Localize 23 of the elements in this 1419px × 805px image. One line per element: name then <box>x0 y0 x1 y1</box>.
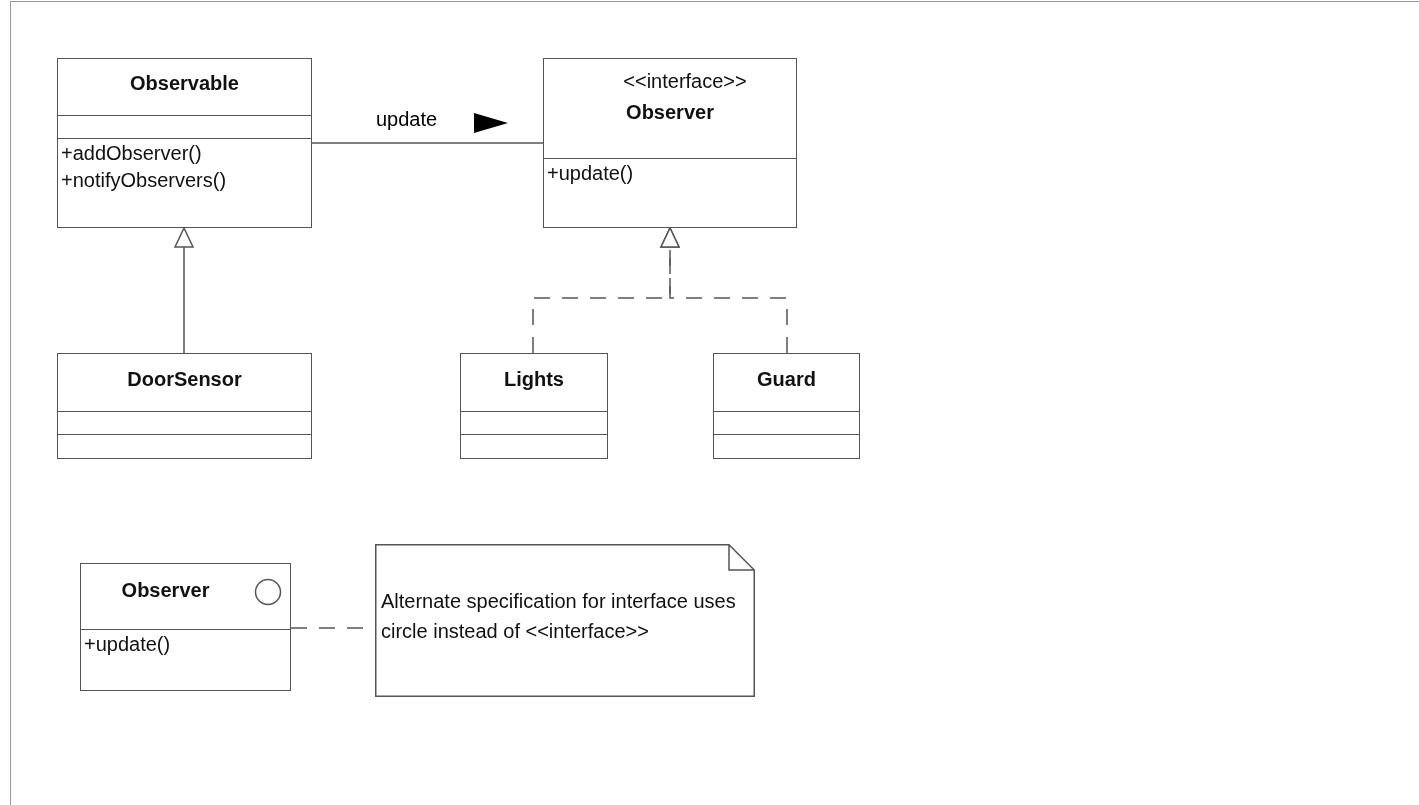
note-box <box>375 544 755 697</box>
stereotype-text: <<interface>> <box>622 69 747 94</box>
class-name: Observer <box>626 100 714 125</box>
class-box <box>57 58 312 228</box>
connector <box>174 227 194 354</box>
interface-box <box>80 563 291 691</box>
note-text: Alternate specification for interface uses circle instead of <<interface>> <box>381 589 737 644</box>
operation-text: +update() <box>546 161 634 186</box>
class-box <box>460 353 608 459</box>
class-name: Guard <box>757 367 816 392</box>
class-name: Lights <box>504 367 564 392</box>
edge-label: update <box>374 108 440 131</box>
class-name: DoorSensor <box>127 367 242 392</box>
connector <box>311 142 544 144</box>
class-box <box>57 353 312 459</box>
operation-text: +addObserver() <box>60 141 202 166</box>
class-box <box>713 353 860 459</box>
dashed-connector <box>660 227 788 354</box>
interface-box <box>543 58 797 228</box>
operation-text: +update() <box>83 632 171 657</box>
operation-text: +notifyObservers() <box>60 168 227 193</box>
class-name: Observable <box>130 71 239 96</box>
class-name: Observer <box>121 578 211 603</box>
